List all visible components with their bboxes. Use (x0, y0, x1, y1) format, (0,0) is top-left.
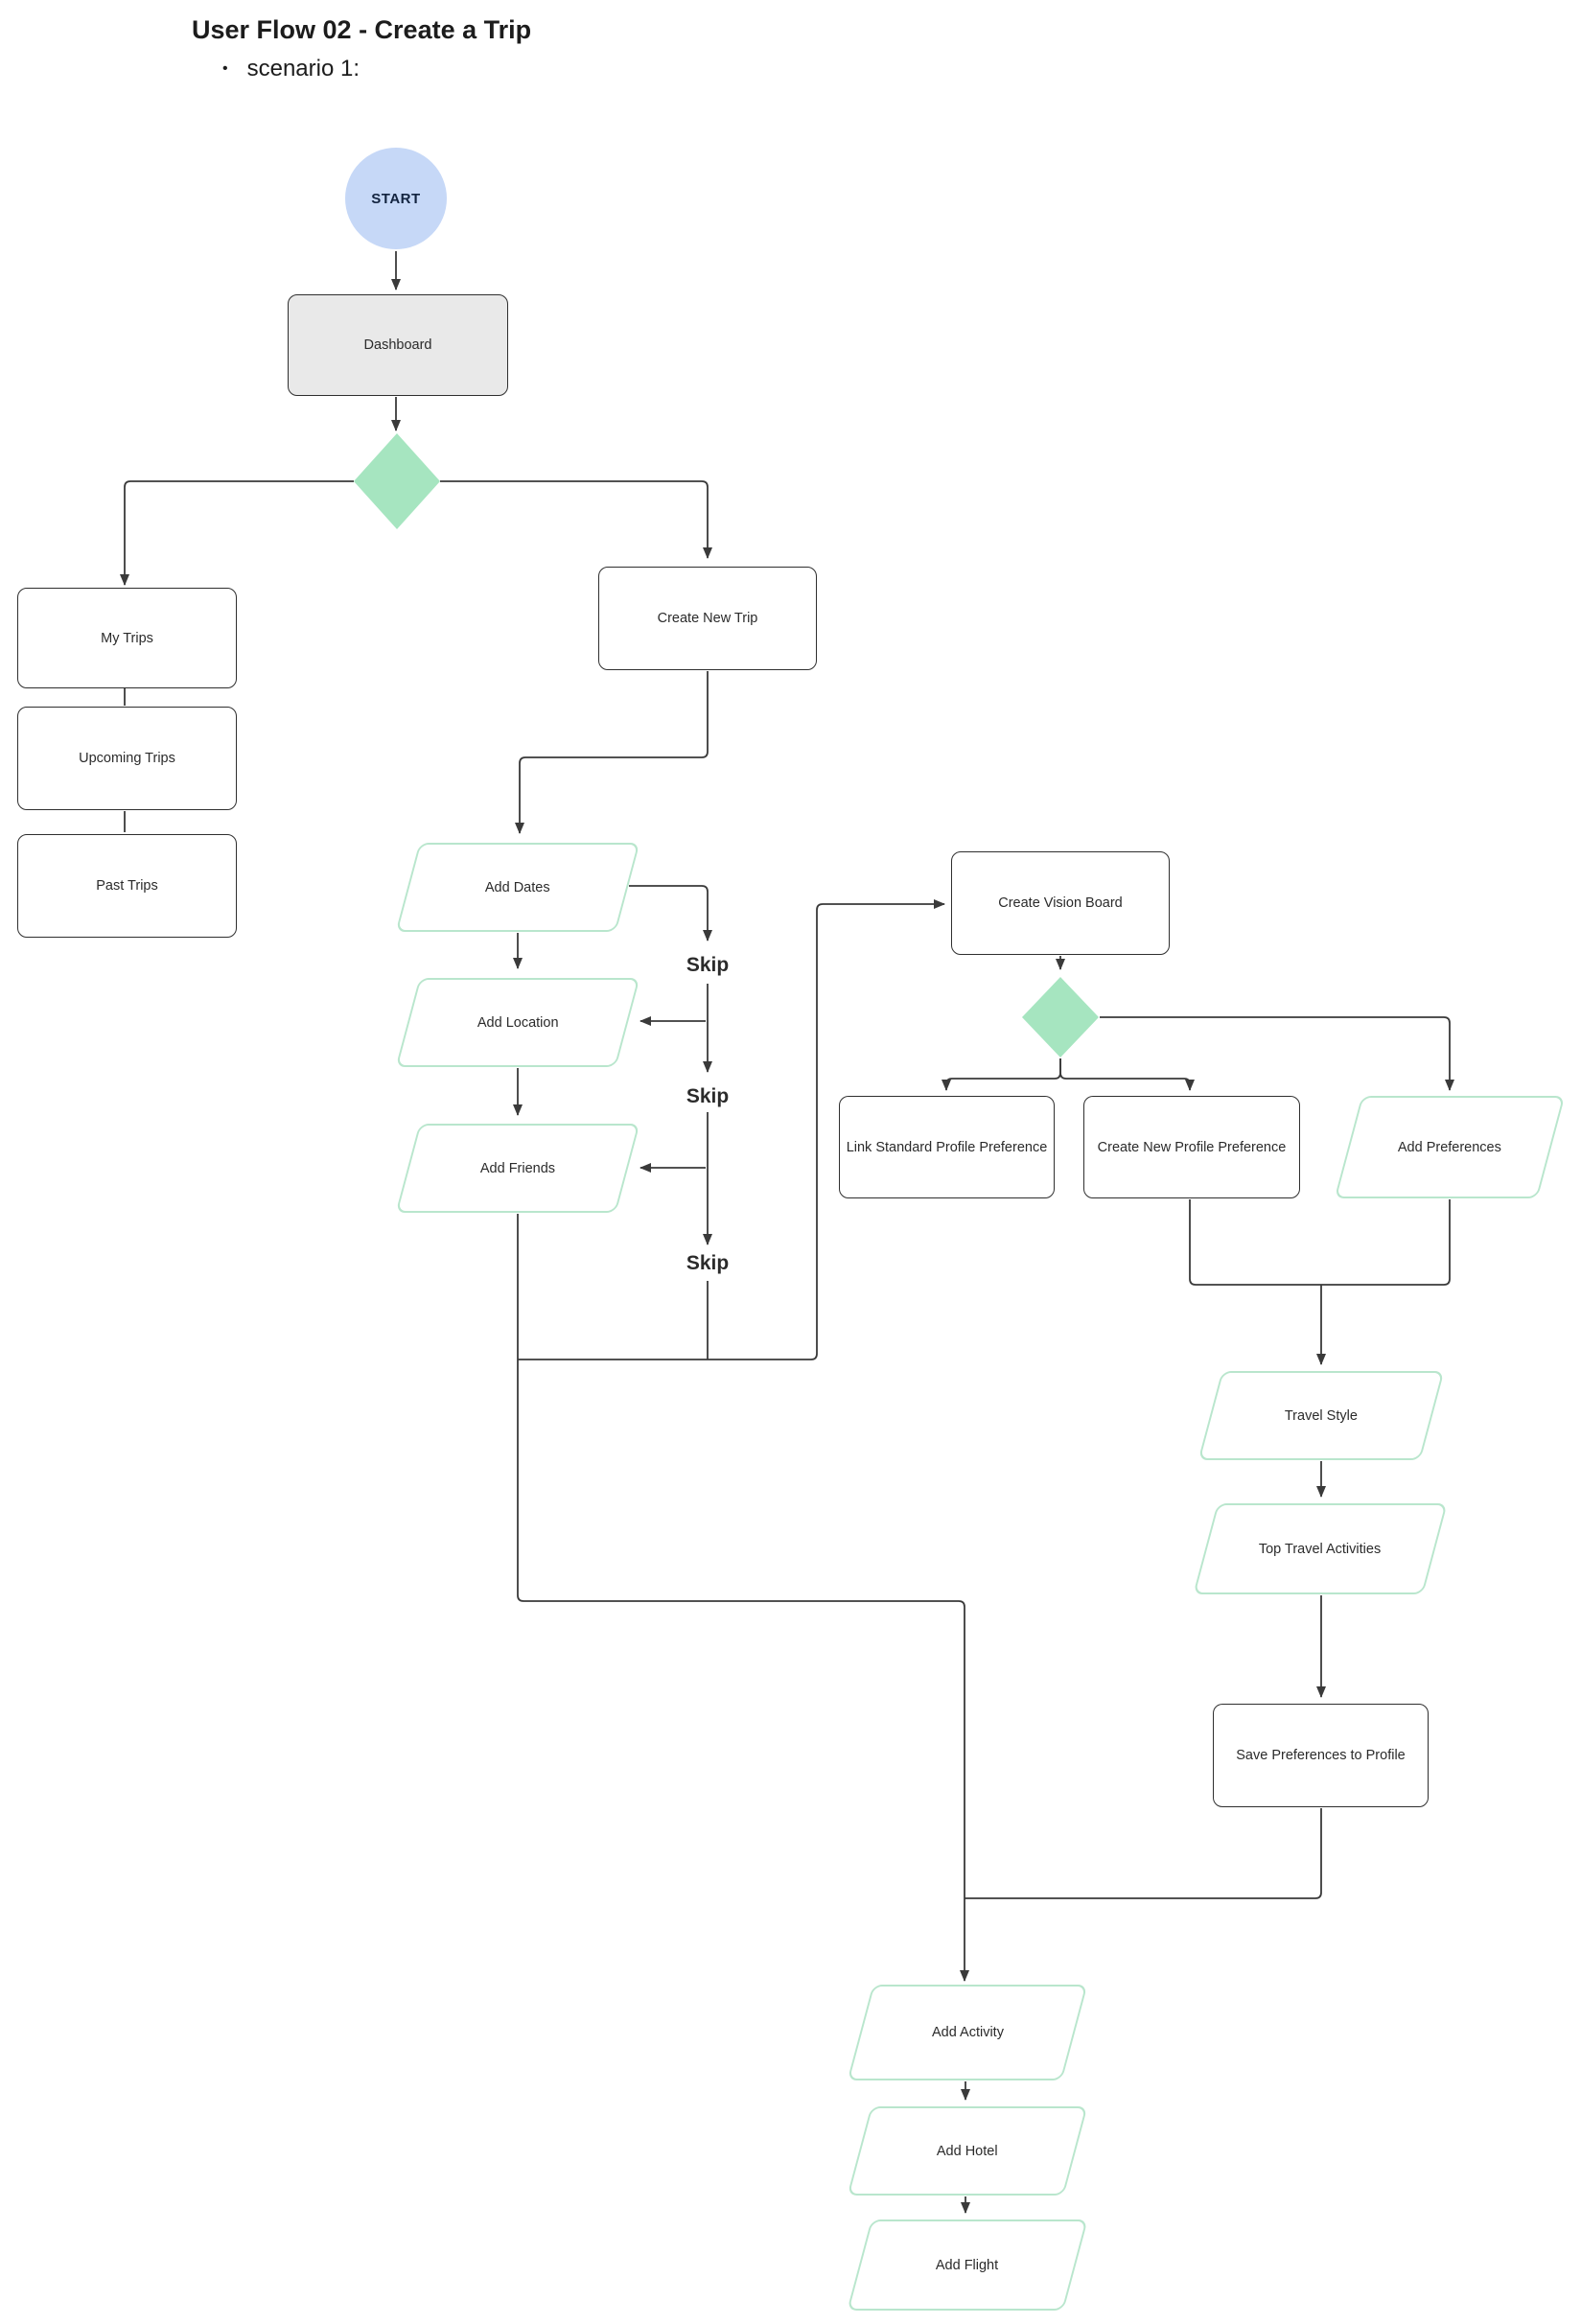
edge-save-preferences-to-junction (965, 1808, 1322, 1899)
edge-decision-to-create-new-trip (440, 480, 712, 559)
add-flight-node[interactable]: Add Flight (847, 2219, 1088, 2311)
top-travel-activities-node[interactable]: Top Travel Activities (1193, 1503, 1448, 1594)
past-trips-node[interactable]: Past Trips (17, 834, 237, 938)
add-friends-label: Add Friends (479, 1160, 556, 1176)
edge-decision-to-add-preferences (1100, 1016, 1454, 1091)
travel-style-node[interactable]: Travel Style (1197, 1371, 1445, 1460)
add-dates-label: Add Dates (485, 879, 550, 895)
link-standard-profile-preference-node[interactable]: Link Standard Profile Preference (839, 1096, 1055, 1198)
create-new-profile-preference-label: Create New Profile Preference (1097, 1139, 1287, 1155)
edge-create-new-trip-to-add-dates (515, 671, 709, 834)
edge-decision-to-create-new-profile (1059, 1058, 1195, 1091)
edge-decision-to-link-standard (942, 1058, 1061, 1091)
scenario-label: scenario 1: (246, 56, 360, 81)
add-friends-node[interactable]: Add Friends (395, 1124, 640, 1213)
dashboard-node[interactable]: Dashboard (288, 294, 508, 396)
save-preferences-to-profile-node[interactable]: Save Preferences to Profile (1213, 1704, 1429, 1807)
edge-label-skip-3: Skip (683, 1252, 732, 1275)
create-new-trip-node[interactable]: Create New Trip (598, 567, 817, 670)
dashboard-label: Dashboard (363, 337, 432, 353)
add-location-node[interactable]: Add Location (395, 978, 640, 1067)
edge-junction-to-create-vision-board (518, 899, 945, 1360)
create-vision-board-node[interactable]: Create Vision Board (951, 851, 1170, 955)
start-label: START (371, 190, 421, 207)
travel-style-label: Travel Style (1284, 1407, 1358, 1424)
scenario-bullet: • scenario 1: (222, 56, 360, 82)
add-preferences-node[interactable]: Add Preferences (1334, 1096, 1566, 1198)
add-activity-label: Add Activity (931, 2025, 1004, 2040)
decision-diamond-vision-board[interactable] (1022, 977, 1099, 1057)
edge-create-new-profile-merge (1189, 1199, 1321, 1286)
link-standard-profile-preference-label: Link Standard Profile Preference (846, 1139, 1048, 1155)
upcoming-trips-node[interactable]: Upcoming Trips (17, 707, 237, 810)
edge-skip-1 (629, 885, 712, 941)
page-title: User Flow 02 - Create a Trip (192, 15, 532, 44)
add-hotel-node[interactable]: Add Hotel (847, 2106, 1088, 2196)
add-hotel-label: Add Hotel (937, 2143, 998, 2159)
decision-diamond-dashboard[interactable] (354, 433, 440, 529)
add-flight-label: Add Flight (936, 2257, 999, 2273)
edge-add-friends-to-add-activity (517, 1214, 969, 1982)
my-trips-label: My Trips (101, 630, 153, 646)
start-node[interactable]: START (345, 148, 447, 249)
add-preferences-label: Add Preferences (1397, 1139, 1501, 1155)
past-trips-label: Past Trips (96, 878, 158, 894)
edge-label-skip-2: Skip (683, 1085, 732, 1108)
add-activity-node[interactable]: Add Activity (847, 1985, 1088, 2080)
upcoming-trips-label: Upcoming Trips (79, 751, 175, 766)
add-location-label: Add Location (477, 1014, 559, 1031)
edge-label-skip-1: Skip (683, 954, 732, 977)
top-travel-activities-label: Top Travel Activities (1259, 1541, 1382, 1557)
create-new-trip-label: Create New Trip (657, 611, 758, 626)
my-trips-node[interactable]: My Trips (17, 588, 237, 688)
edge-add-preferences-merge (1321, 1199, 1451, 1286)
add-dates-node[interactable]: Add Dates (395, 843, 640, 932)
edge-decision-to-my-trips (120, 480, 354, 586)
create-vision-board-label: Create Vision Board (998, 895, 1123, 911)
save-preferences-to-profile-label: Save Preferences to Profile (1236, 1748, 1406, 1763)
bullet-dot-icon: • (222, 60, 228, 77)
create-new-profile-preference-node[interactable]: Create New Profile Preference (1083, 1096, 1300, 1198)
